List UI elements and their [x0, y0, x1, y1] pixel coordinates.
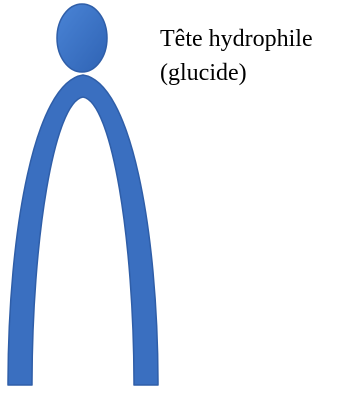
hydrophobic-tail-arch	[8, 75, 158, 385]
hydrophilic-head	[57, 4, 107, 72]
label-line-2: (glucide)	[160, 56, 360, 90]
hydrophilic-head-label: Tête hydrophile (glucide)	[160, 22, 360, 90]
label-line-1: Tête hydrophile	[160, 22, 360, 56]
